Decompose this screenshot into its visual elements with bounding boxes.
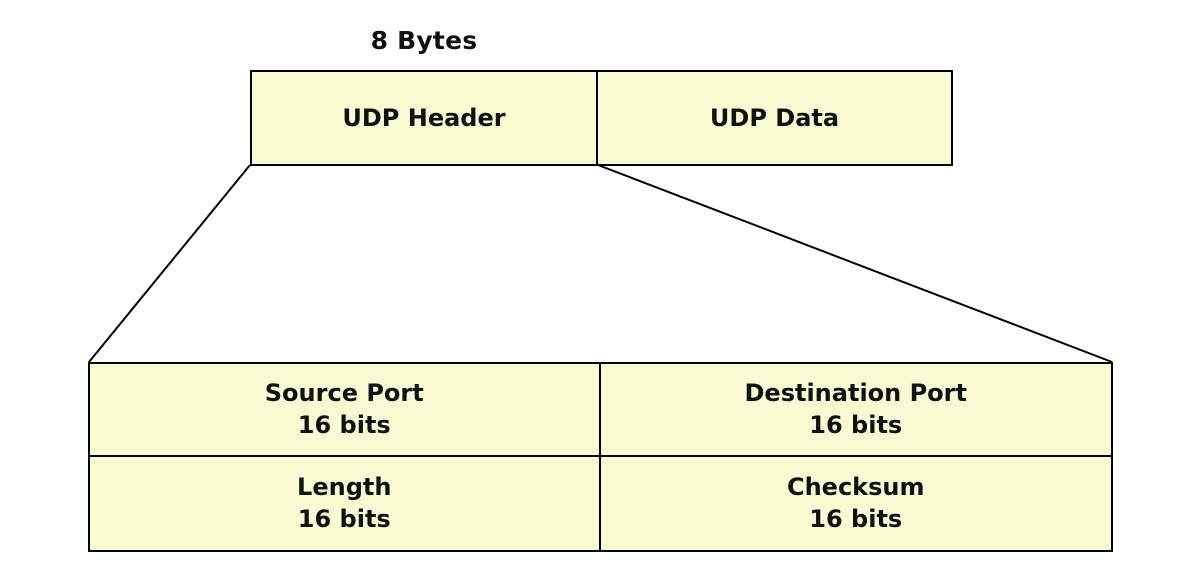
- size-label: 8 Bytes: [370, 26, 478, 55]
- field-cell-destination-port: Destination Port 16 bits: [600, 364, 1111, 457]
- field-size: 16 bits: [809, 504, 903, 533]
- field-name: Destination Port: [744, 379, 967, 408]
- field-cell-checksum: Checksum 16 bits: [601, 457, 1112, 550]
- field-size: 16 bits: [297, 504, 391, 533]
- connector-line-left: [88, 164, 251, 363]
- udp-data-cell: UDP Data: [709, 104, 840, 132]
- udp-header-cell: UDP Header: [252, 72, 598, 164]
- field-size: 16 bits: [297, 410, 391, 439]
- field-cell-source-port: Source Port 16 bits: [90, 364, 601, 457]
- field-name: Length: [297, 473, 392, 502]
- udp-packet-box: UDP Header UDP Data: [250, 70, 953, 166]
- field-size: 16 bits: [809, 410, 903, 439]
- udp-header-fields-box: Source Port 16 bits Destination Port 16 …: [88, 362, 1113, 552]
- field-cell-length: Length 16 bits: [90, 457, 601, 550]
- connector-line-right: [597, 164, 1113, 363]
- field-name: Source Port: [264, 379, 424, 408]
- field-name: Checksum: [786, 473, 925, 502]
